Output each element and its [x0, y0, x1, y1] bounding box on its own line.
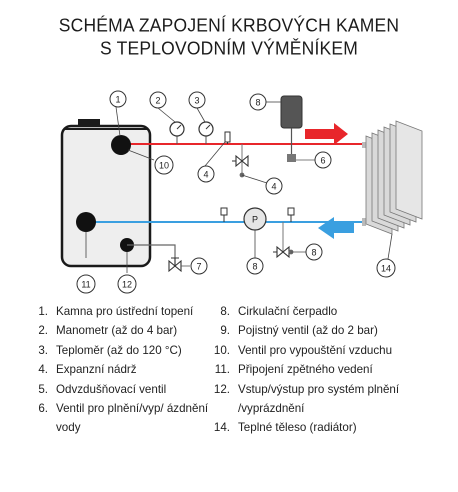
callout-8-pump [246, 257, 264, 275]
legend-right-column: 8. Cirkulační čerpadlo 9. Pojistný venti… [210, 302, 445, 438]
callout-7-label: 7 [196, 262, 201, 272]
stove-flue-collar [78, 119, 100, 129]
callout-8-tank [249, 93, 267, 111]
expansion-tank [280, 95, 303, 162]
legend-item-1: 1. Kamna pro ústřední topení [26, 302, 211, 321]
callout-12 [117, 274, 137, 294]
air-vent-left [220, 207, 228, 222]
legend-item-text: Vstup/výstup pro systém plnění /vyprázdn… [238, 382, 400, 416]
legend-item-number: 10. [213, 343, 230, 357]
legend-item-number: 4. [38, 363, 48, 377]
callout-8-tank-label: 8 [255, 98, 260, 108]
flow-outlet-connection [111, 135, 131, 155]
return-direction-arrow [318, 217, 354, 239]
legend-item-text: Připojení zpětného vedení [238, 363, 373, 377]
callout-6-label: 6 [320, 156, 325, 166]
flow-direction-arrow [305, 123, 348, 145]
callout-4-upper-label: 4 [203, 170, 208, 180]
legend-item-14: 14. Teplné těleso (radiátor) [210, 418, 445, 437]
legend-item-8: 8. Cirkulační čerpadlo [210, 302, 445, 321]
manometer-gauge [169, 121, 185, 144]
callout-10 [154, 155, 174, 175]
legend-item-number: 6. [38, 402, 48, 416]
callout-11 [76, 274, 96, 294]
legend-item-text: Pojistný ventil (až do 2 bar) [238, 324, 378, 338]
radiator [362, 120, 423, 235]
legend-item-3: 3. Teploměr (až do 120 °C) [26, 341, 211, 360]
legend-item-number: 12. [213, 382, 230, 396]
callout-14-label: 14 [381, 264, 391, 274]
diagram-title-line-1: SCHÉMA ZAPOJENÍ KRBOVÝCH KAMEN [58, 14, 400, 36]
callout-4-upper [197, 165, 215, 183]
callout-10-label: 10 [159, 161, 169, 171]
callout-4-lower-label: 4 [271, 182, 276, 192]
callout-3 [188, 91, 206, 109]
callout-2-label: 2 [155, 96, 160, 106]
vent-valve-top [232, 154, 249, 168]
legend-item-text: Kamna pro ústřední topení [56, 305, 194, 318]
callout-8-lower [305, 243, 323, 261]
legend-item-11: 11. Připojení zpětného vedení [210, 360, 445, 379]
legend-item-text: Ventil pro plnění/vyp/ ázdnění vody [56, 402, 209, 435]
callout-8-lower-label: 8 [311, 248, 316, 258]
legend-item-2: 2. Manometr (až do 4 bar) [26, 321, 211, 340]
diagram-title-line-2: S TEPLOVODNÍM VÝMĚNÍKEM [99, 37, 359, 59]
callout-14 [376, 258, 396, 278]
legend-item-6: 6. Ventil pro plnění/vyp/ ázdnění vody [26, 399, 211, 438]
legend-item-text: Cirkulační čerpadlo [238, 305, 338, 318]
legend-item-text: Odvzdušňovací ventil [56, 382, 167, 396]
legend-item-number: 8. [220, 305, 230, 318]
callout-1-label: 1 [115, 95, 120, 105]
legend-item-5: 5. Odvzdušňovací ventil [26, 380, 211, 399]
pump-label: P [252, 215, 258, 225]
callout-6 [314, 151, 332, 169]
legend-item-number: 2. [38, 324, 48, 338]
safety-valve [224, 131, 231, 144]
callout-11-label: 11 [81, 280, 90, 290]
return-inlet-connection [76, 212, 96, 232]
callout-8-pump-label: 8 [252, 262, 257, 272]
callout-12-label: 12 [122, 280, 132, 290]
legend-item-4: 4. Expanzní nádrž [26, 360, 211, 379]
legend-item-12: 12. Vstup/výstup pro systém plnění /vypr… [210, 380, 445, 419]
callout-7 [190, 257, 208, 275]
legend-left-column: 1. Kamna pro ústřední topení 2. Manometr… [26, 302, 211, 438]
legend-item-text: Teplné těleso (radiátor) [238, 421, 357, 435]
legend-item-number: 3. [38, 343, 48, 357]
legend-item-text: Expanzní nádrž [56, 363, 137, 377]
legend-item-number: 5. [38, 382, 48, 396]
legend-item-number: 1. [38, 305, 48, 318]
legend-item-text: Manometr (až do 4 bar) [56, 324, 178, 338]
callout-1 [109, 90, 127, 108]
callout-4-lower [265, 177, 283, 195]
callout-2 [149, 91, 167, 109]
legend-item-text: Ventil pro vypouštění vzduchu [238, 343, 393, 357]
legend-item-number: 9. [220, 324, 230, 338]
callout-3-label: 3 [194, 96, 199, 106]
legend-item-10: 10. Ventil pro vypouštění vzduchu [210, 341, 445, 360]
thermometer-gauge [198, 121, 214, 144]
vent-valve-bottom [273, 245, 290, 259]
legend-item-9: 9. Pojistný ventil (až do 2 bar) [210, 321, 445, 340]
legend-item-text: Teploměr (až do 120 °C) [56, 343, 182, 357]
air-vent-right [287, 207, 295, 222]
legend-item-number: 11. [214, 363, 230, 377]
connection-diagram: 1 2 3 10 4 4 8 6 7 11 12 8 8 14 P [60, 90, 423, 294]
fill-drain-valve [168, 257, 182, 273]
legend-item-number: 14. [213, 421, 230, 435]
